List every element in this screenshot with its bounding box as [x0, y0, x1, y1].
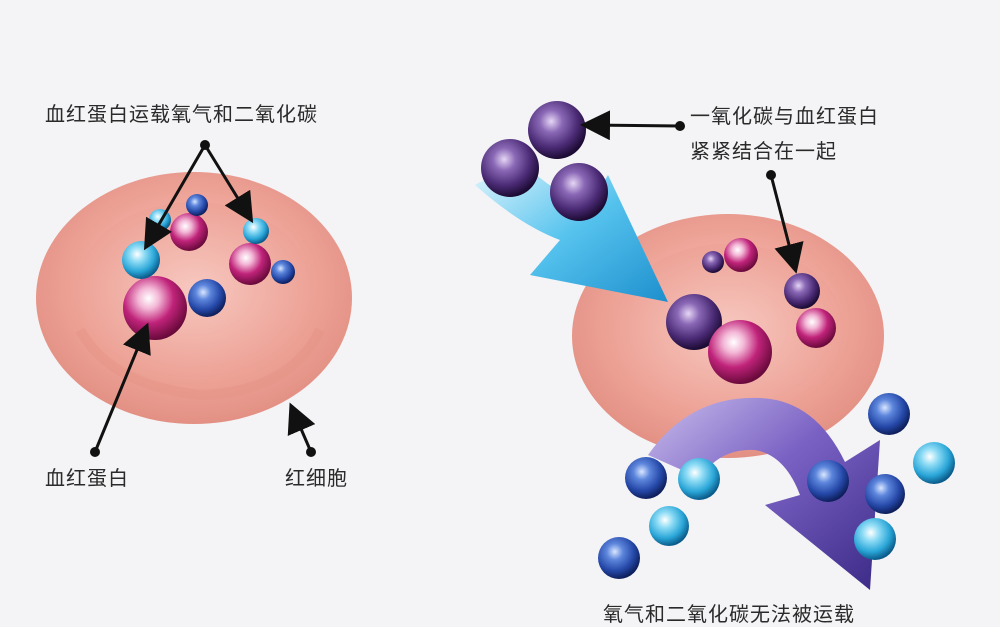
outgoing-curved-arrow [648, 397, 880, 590]
carbon-monoxide-molecules-incoming [481, 101, 608, 221]
carbon-dioxide-molecule-small [186, 194, 208, 216]
hemoglobin-molecule [123, 276, 187, 340]
label-co-binds-line1: 一氧化碳与血红蛋白 [690, 104, 879, 128]
oxygen-molecule [122, 241, 160, 279]
incoming-carbon-monoxide-arrow [475, 160, 668, 302]
carbon-dioxide-molecule [188, 279, 226, 317]
label-red-blood-cell: 红细胞 [285, 466, 348, 490]
hemoglobin-molecule-small [170, 213, 208, 251]
label-cannot-transport: 氧气和二氧化碳无法被运载 [603, 602, 855, 626]
label-hemoglobin-carries-gases: 血红蛋白运载氧气和二氧化碳 [45, 102, 318, 126]
free-oxygen-and-carbon-dioxide [598, 393, 955, 579]
pointers-left [90, 140, 316, 457]
molecules-right [666, 238, 836, 384]
hemoglobin-molecule-right [229, 243, 271, 285]
pointers-right [580, 110, 804, 274]
oxygen-molecule-right [243, 218, 269, 244]
label-co-binds-line2: 紧紧结合在一起 [690, 139, 837, 163]
carbon-dioxide-molecule-right [271, 260, 295, 284]
label-hemoglobin: 血红蛋白 [45, 466, 129, 490]
